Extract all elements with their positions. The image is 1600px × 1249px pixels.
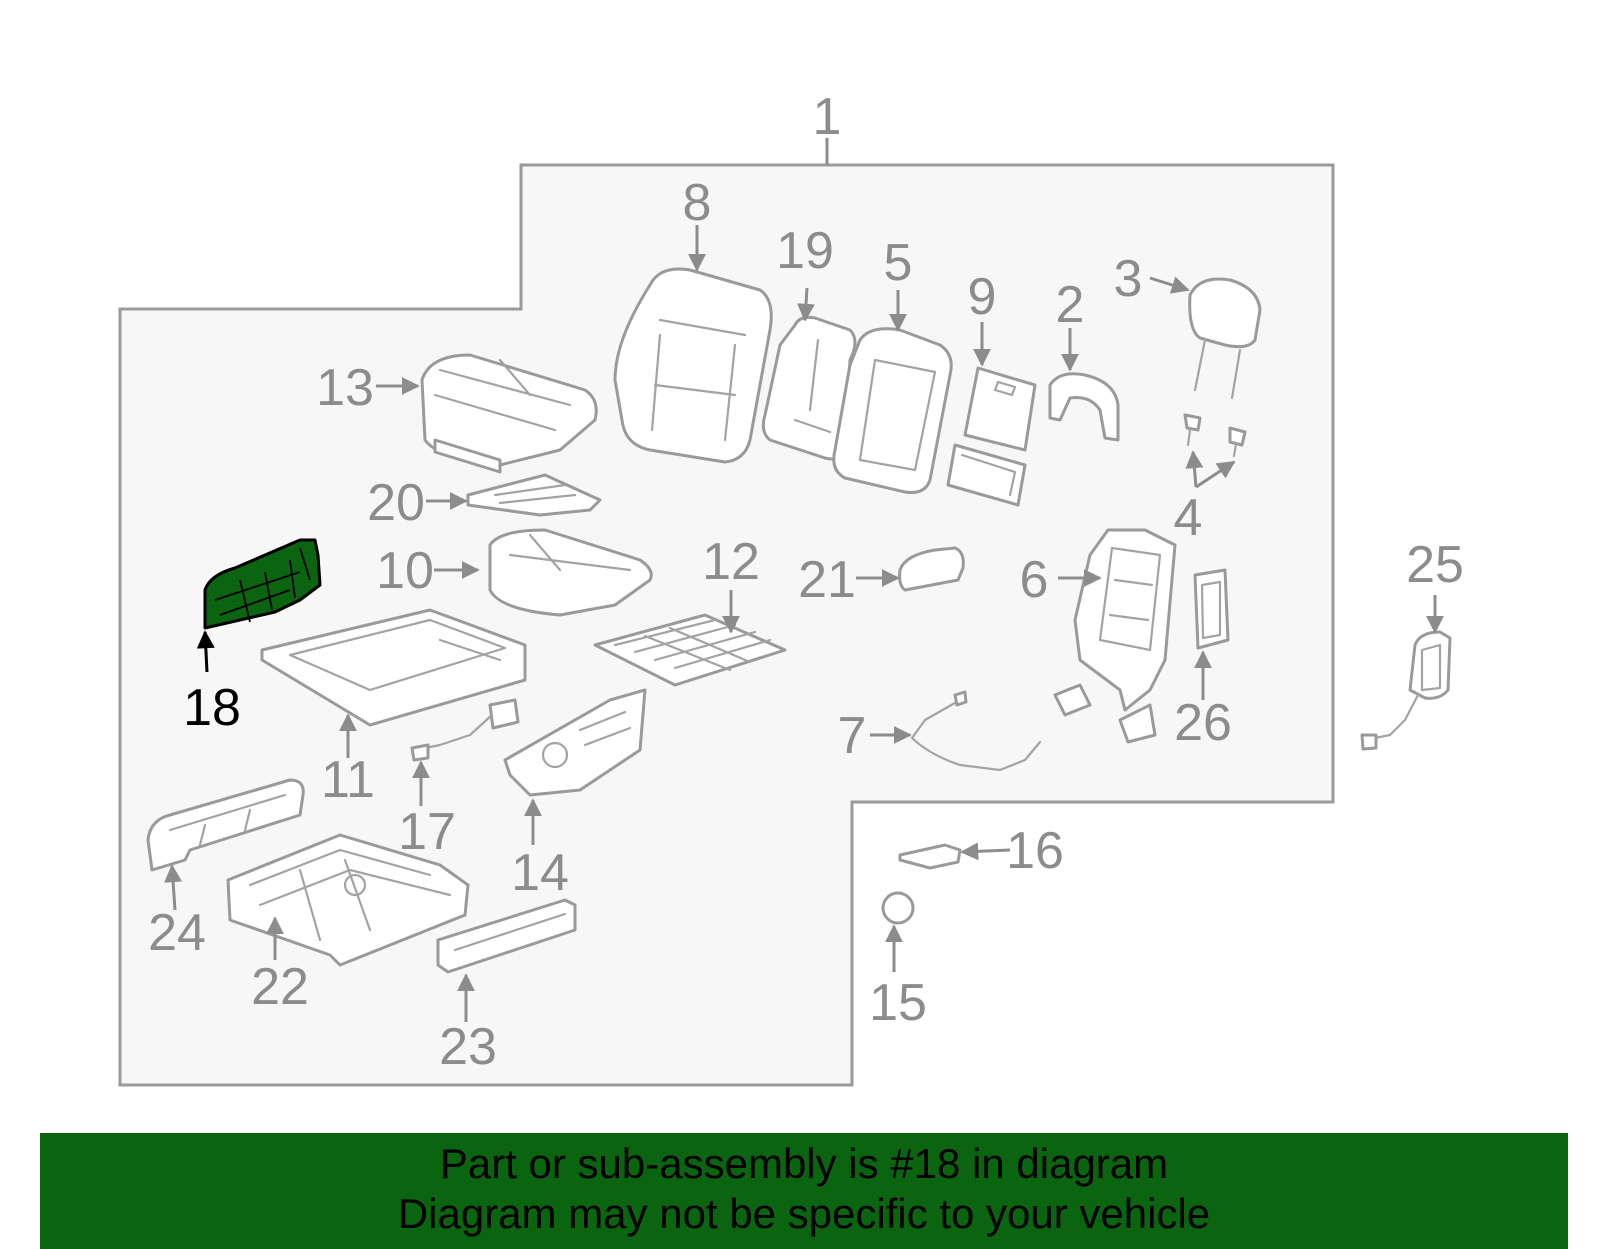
part-22-seat-track[interactable] [226, 833, 470, 967]
part-20-heater-mat[interactable] [466, 473, 602, 517]
part-25-side-airbag[interactable] [1360, 630, 1452, 751]
callout-20[interactable]: 20 [367, 474, 425, 532]
callout-2[interactable]: 2 [1056, 276, 1085, 334]
callout-1[interactable]: 1 [813, 88, 842, 146]
callout-4[interactable]: 4 [1174, 489, 1203, 547]
callout-17[interactable]: 17 [398, 803, 456, 861]
part-3-headrest[interactable] [1188, 277, 1262, 400]
callout-24[interactable]: 24 [148, 904, 206, 962]
callout-7[interactable]: 7 [838, 707, 867, 765]
part-11-cushion-frame[interactable] [260, 608, 527, 727]
callout-8[interactable]: 8 [683, 174, 712, 232]
part-2-headrest-cover[interactable] [1048, 372, 1120, 442]
callout-labels: 1 2 3 4 5 6 7 8 9 10 11 12 13 14 15 16 1… [148, 88, 1464, 1076]
part-23-side-trim[interactable] [436, 898, 577, 974]
part-26-trim[interactable] [1193, 568, 1230, 650]
part-7-wire-harness[interactable] [910, 690, 1042, 772]
callout-14[interactable]: 14 [511, 844, 569, 902]
leader-lines [164, 225, 1444, 1022]
callout-6[interactable]: 6 [1020, 551, 1049, 609]
part-21-cover[interactable] [898, 546, 965, 592]
callout-11[interactable]: 11 [321, 751, 375, 809]
part-15-cap[interactable] [881, 891, 915, 925]
callout-3[interactable]: 3 [1114, 250, 1143, 308]
callout-5[interactable]: 5 [884, 234, 913, 292]
part-13-cushion-cover[interactable] [420, 353, 598, 474]
callout-19[interactable]: 19 [776, 222, 834, 280]
callout-16[interactable]: 16 [1006, 822, 1064, 880]
callout-21[interactable]: 21 [798, 551, 856, 609]
part-4-headrest-guides[interactable] [1183, 413, 1247, 458]
part-9-pocket[interactable] [946, 366, 1037, 507]
part-24-bracket[interactable] [146, 778, 305, 872]
banner-line-disclaimer: Diagram may not be specific to your vehi… [397, 1190, 1211, 1237]
callout-13[interactable]: 13 [316, 359, 374, 417]
callout-26[interactable]: 26 [1174, 694, 1232, 752]
callout-23[interactable]: 23 [439, 1018, 497, 1076]
callout-25[interactable]: 25 [1406, 536, 1464, 594]
callout-22[interactable]: 22 [251, 958, 309, 1016]
callout-18[interactable]: 18 [183, 679, 241, 737]
banner-line-part: Part or sub-assembly is #18 in diagram [439, 1140, 1169, 1187]
part-18-highlighted[interactable] [203, 538, 322, 630]
part-17-connector[interactable] [410, 698, 520, 762]
part-10-cushion-pad[interactable] [488, 528, 653, 617]
callout-12[interactable]: 12 [702, 533, 760, 591]
info-banner: Part or sub-assembly is #18 in diagram D… [40, 1133, 1568, 1249]
part-14-side-shield[interactable] [503, 688, 647, 797]
callout-15[interactable]: 15 [869, 974, 927, 1032]
callout-9[interactable]: 9 [968, 268, 997, 326]
part-16-handle[interactable] [898, 843, 962, 870]
callout-10[interactable]: 10 [376, 542, 434, 600]
